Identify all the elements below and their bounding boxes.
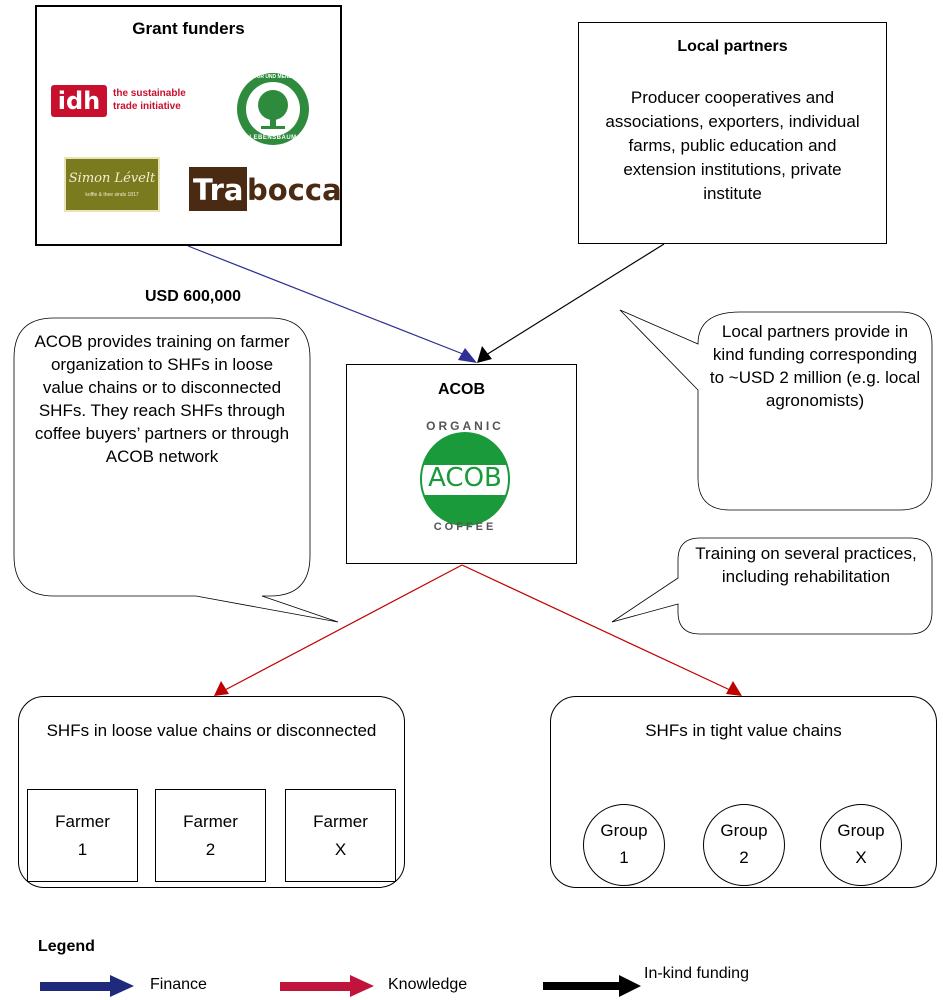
farmer-label-1: Farmer [55,812,110,831]
simon-levelt-name: Simon Lévelt [68,171,156,186]
idh-logo-mark: idh [51,85,107,117]
idh-logo: idh the sustainable trade initiative [51,85,201,117]
group-label-1: Group [600,821,648,840]
acob-logo: ORGANIC ACOB COFFEE [411,415,519,541]
legend-finance-arrow-icon [40,975,134,997]
group-circle-1: Group 1 [583,804,665,886]
lebensbaum-bottom-text: LEBENSBAUM [249,135,297,141]
farmer-label-2: Farmer [183,812,238,831]
group-label-x: Group [837,821,885,840]
trabocca-text-2: bocca [247,173,342,207]
acob-coffee-bean-icon [417,432,513,526]
acob-title: ACOB [437,381,486,398]
farmer-number-2: 2 [205,840,216,859]
knowledge-arrowhead-right [726,681,742,696]
finance-arrow-line [187,245,469,357]
group-number-1: 1 [619,848,629,867]
legend-knowledge-arrow-icon [280,975,374,997]
inkind-arrowhead [477,346,492,363]
lebensbaum-logo: NATUR UND MENSCH LEBENSBAUM [235,69,311,149]
legend-inkind-arrow-icon [543,975,641,997]
farmer-box-2: Farmer 2 [155,789,266,882]
legend-knowledge-label: Knowledge [388,976,468,993]
acob-logo-top: ORGANIC [426,419,504,433]
knowledge-arrowhead-left [214,681,229,696]
group-circle-x: Group X [820,804,902,886]
tight-value-chains-title: SHFs in tight value chains [645,721,842,740]
farmer-box-x: Farmer X [285,789,396,882]
simon-levelt-sub: koffie & thee sinds 1817 [85,192,139,198]
lebensbaum-tree-icon [237,73,309,145]
callout-bubble-practices [611,537,933,635]
knowledge-arrow-right-line [461,564,731,691]
idh-logo-text-1: the sustainable [113,88,186,99]
farmer-number-1: 1 [77,840,88,859]
finance-amount-label: USD 600,000 [145,288,242,305]
grant-funders-box: Grant funders idh the sustainable trade … [35,5,342,246]
finance-arrowhead [458,348,477,363]
group-label-2: Group [720,821,768,840]
grant-funders-title: Grant funders [132,19,245,38]
local-partners-title: Local partners [677,38,788,55]
acob-logo-bottom: COFFEE [433,521,497,533]
group-number-x: X [855,848,867,867]
idh-logo-text-2: trade initiative [113,101,181,112]
local-partners-box: Local partners Producer cooperatives and… [578,22,887,244]
acob-logo-center: ACOB [428,463,502,493]
callout-bubble-acob-training [13,317,339,623]
farmer-box-1: Farmer 1 [27,789,138,882]
farmer-label-x: Farmer [313,812,368,831]
farmer-number-x: X [334,840,347,859]
legend-finance-label: Finance [150,976,207,993]
callout-text-acob-training: ACOB provides training on farmer organiz… [34,332,290,466]
group-circle-2: Group 2 [703,804,785,886]
callout-bubble-inkind [619,309,933,511]
trabocca-logo-box [189,167,247,211]
legend-title: Legend [38,938,95,955]
tight-value-chains-box: SHFs in tight value chains Group 1 Group… [550,696,937,888]
local-partners-text: Producer cooperatives and associations, … [605,88,860,203]
callout-text-inkind: Local partners provide in kind funding c… [709,322,921,410]
trabocca-text-1: Tra [193,173,244,207]
lebensbaum-top-text: NATUR UND MENSCH [246,74,300,80]
simon-levelt-logo: Simon Lévelt koffie & thee sinds 1817 [64,157,160,212]
acob-box: ACOB ORGANIC ACOB COFFEE [346,364,577,564]
trabocca-logo: Tra bocca [189,167,342,211]
loose-value-chains-title: SHFs in loose value chains or disconnect… [46,721,377,740]
group-number-2: 2 [739,848,749,867]
legend-inkind-label: In-kind funding [644,965,749,982]
inkind-arrow-line [485,243,665,356]
loose-value-chains-box: SHFs in loose value chains or disconnect… [18,696,405,888]
knowledge-arrow-left-line [224,564,463,691]
callout-text-practices: Training on several practices, including… [695,544,917,586]
